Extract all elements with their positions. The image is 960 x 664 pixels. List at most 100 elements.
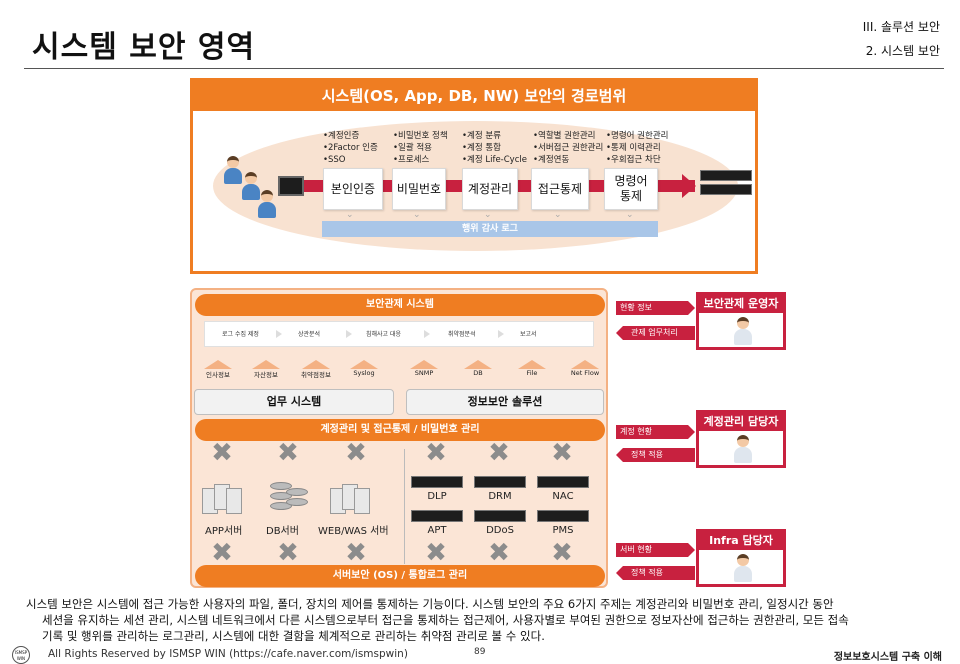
- security-solution-box: 정보보안 솔루션: [406, 389, 604, 415]
- header-divider: [24, 68, 944, 69]
- tag-operations-work: 관제 업무처리: [623, 326, 695, 340]
- account-access-bar: 계정관리 및 접근통제 / 비밀번호 관리: [195, 419, 605, 441]
- stage-command-items: •명령어 권한관리•통제 이력관리•우회접근 차단: [606, 130, 668, 166]
- pms-device-icon: [537, 510, 589, 522]
- chevron-down-icon: ⌄: [346, 210, 354, 220]
- server-label-web: WEB/WAS 서버: [318, 522, 389, 537]
- server-rack-icon: [226, 488, 242, 514]
- cross-icon: ✖: [550, 541, 574, 565]
- chevron-down-icon: ⌄: [626, 210, 634, 220]
- page-title: 시스템 보안 영역: [32, 22, 255, 66]
- description-paragraph: 시스템 보안은 시스템에 접근 가능한 사용자의 파일, 폴더, 장치의 제어를…: [26, 596, 944, 644]
- audit-log-bar: 행위 감사 로그: [322, 221, 658, 237]
- stage-auth: 본인인증: [323, 168, 383, 210]
- step-correlation: 상관분석: [298, 329, 320, 338]
- monitoring-system-bar: 보안관제 시스템: [195, 294, 605, 316]
- cross-icon: ✖: [276, 541, 300, 565]
- step-report: 보고서: [520, 329, 537, 338]
- tag-status-info: 현황 정보: [616, 301, 688, 315]
- device-label-ddos: DDoS: [474, 525, 526, 536]
- device-label-apt: APT: [411, 525, 463, 536]
- stage-account-items: •계정 분류•계정 통합•계정 Life-Cycle: [462, 130, 527, 166]
- source-syslog: Syslog: [346, 360, 382, 378]
- stage-access-control: 접근통제: [531, 168, 589, 210]
- person-icon: [732, 317, 754, 347]
- subsection-label: 2. 시스템 보안: [866, 42, 940, 59]
- server-security-bar: 서버보안 (OS) / 통합로그 관리: [195, 565, 605, 587]
- description-line: 기록 및 행위를 관리하는 로그관리, 시스템에 대한 결함을 체계적으로 관리…: [26, 628, 944, 644]
- stage-auth-items: •계정인증•2Factor 인증•SSO: [323, 130, 378, 166]
- cross-icon: ✖: [210, 441, 234, 465]
- server-icon: [700, 184, 752, 195]
- server-label-app: APP서버: [205, 522, 242, 537]
- tag-policy-apply: 정책 적용: [623, 448, 695, 462]
- user-person-icon: [256, 190, 278, 220]
- server-icon: [700, 170, 752, 181]
- server-rack-icon: [354, 488, 370, 514]
- step-vuln-analysis: 취약점분석: [448, 329, 476, 338]
- role-account-manager: 계정관리 담당자: [696, 410, 786, 468]
- cross-icon: ✖: [344, 441, 368, 465]
- arrow-right-icon: [424, 330, 430, 338]
- cross-icon: ✖: [550, 441, 574, 465]
- description-line: 세션을 유지하는 세션 관리, 시스템 네트워크에서 다른 시스템으로부터 접근…: [26, 612, 944, 628]
- stage-account: 계정관리: [462, 168, 518, 210]
- database-icon: [286, 498, 308, 506]
- device-label-drm: DRM: [474, 491, 526, 502]
- dlp-device-icon: [411, 476, 463, 488]
- arrow-right-icon: [346, 330, 352, 338]
- source-netflow: Net Flow: [567, 360, 603, 378]
- access-path-arrowhead: [682, 174, 696, 198]
- ismsp-logo: ISMSP WIN: [12, 646, 30, 664]
- description-line: 시스템 보안은 시스템에 접근 가능한 사용자의 파일, 폴더, 장치의 제어를…: [26, 597, 834, 611]
- stage-command-control: 명령어 통제: [604, 168, 658, 210]
- step-log-collect: 로그 수집 제정: [222, 329, 259, 338]
- role-title: 보안관제 운영자: [699, 295, 783, 313]
- role-infra-manager: Infra 담당자: [696, 529, 786, 587]
- role-security-operator: 보안관제 운영자: [696, 292, 786, 350]
- source-vuln-info: 취약점정보: [298, 360, 334, 378]
- chevron-down-icon: ⌄: [484, 210, 492, 220]
- cross-icon: ✖: [344, 541, 368, 565]
- role-title: 계정관리 담당자: [699, 413, 783, 431]
- nac-device-icon: [537, 476, 589, 488]
- book-title: 정보보호시스템 구축 이해: [834, 648, 942, 663]
- person-icon: [732, 435, 754, 465]
- arrow-right-icon: [498, 330, 504, 338]
- database-icon: [286, 488, 308, 496]
- server-label-db: DB서버: [266, 522, 299, 537]
- arrow-right-icon: [276, 330, 282, 338]
- device-label-nac: NAC: [537, 491, 589, 502]
- source-asset-info: 자산정보: [248, 360, 284, 378]
- source-file: File: [514, 360, 550, 378]
- tag-policy-apply: 정책 적용: [623, 566, 695, 580]
- copyright-text: All Rights Reserved by ISMSP WIN (https:…: [48, 648, 408, 660]
- source-snmp: SNMP: [406, 360, 442, 378]
- person-icon: [732, 554, 754, 584]
- cross-icon: ✖: [276, 441, 300, 465]
- role-title: Infra 담당자: [699, 532, 783, 550]
- device-label-pms: PMS: [537, 525, 589, 536]
- divider-line: [404, 449, 405, 564]
- source-hr-info: 인사정보: [200, 360, 236, 378]
- monitor-icon: [278, 176, 304, 196]
- tag-account-status: 계정 현황: [616, 425, 688, 439]
- chevron-down-icon: ⌄: [413, 210, 421, 220]
- source-db: DB: [460, 360, 496, 378]
- cross-icon: ✖: [424, 441, 448, 465]
- chevron-down-icon: ⌄: [554, 210, 562, 220]
- section-label: III. 솔루션 보안: [863, 18, 940, 35]
- page-number: 89: [474, 647, 485, 657]
- cross-icon: ✖: [487, 541, 511, 565]
- cross-icon: ✖: [424, 541, 448, 565]
- ddos-device-icon: [474, 510, 526, 522]
- scope-diagram-title: 시스템(OS, App, DB, NW) 보안의 경로범위: [193, 81, 755, 111]
- cross-icon: ✖: [210, 541, 234, 565]
- cross-icon: ✖: [487, 441, 511, 465]
- step-incident-response: 침해사고 대응: [366, 329, 401, 338]
- device-label-dlp: DLP: [411, 491, 463, 502]
- stage-password-items: •비밀번호 정책•일괄 적용•프로세스: [393, 130, 448, 166]
- drm-device-icon: [474, 476, 526, 488]
- stage-password: 비밀번호: [392, 168, 446, 210]
- apt-device-icon: [411, 510, 463, 522]
